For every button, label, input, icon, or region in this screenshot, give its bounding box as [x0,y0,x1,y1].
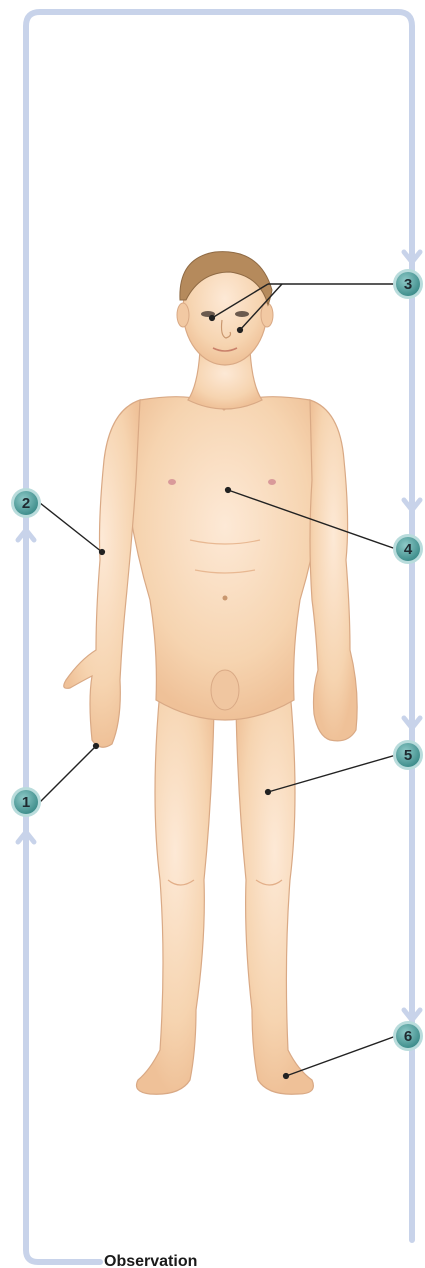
left-nipple [168,479,176,485]
right-ear [261,303,273,327]
badge-2: 2 [11,488,41,518]
badge-1: 1 [11,787,41,817]
left-ear [177,303,189,327]
badge-3-number: 3 [404,276,412,293]
right-arm [310,400,357,741]
caption-observation: Observation [104,1253,197,1268]
left-arm [64,400,140,747]
groin [211,670,239,710]
right-nipple [268,479,276,485]
leader-2 [40,503,102,552]
leader-6 [286,1036,396,1076]
badge-5-number: 5 [404,747,412,764]
badge-5: 5 [393,740,423,770]
badge-2-number: 2 [22,495,30,512]
badge-6-number: 6 [404,1028,412,1045]
navel [223,596,228,601]
badge-4-number: 4 [404,541,413,558]
left-leg [137,690,215,1094]
right-eye [235,311,249,317]
leader-1 [40,746,96,802]
badge-6: 6 [393,1021,423,1051]
badge-4: 4 [393,534,423,564]
human-figure [64,252,357,1095]
badge-3: 3 [393,269,423,299]
right-leg [236,690,313,1094]
badge-1-number: 1 [22,794,30,811]
